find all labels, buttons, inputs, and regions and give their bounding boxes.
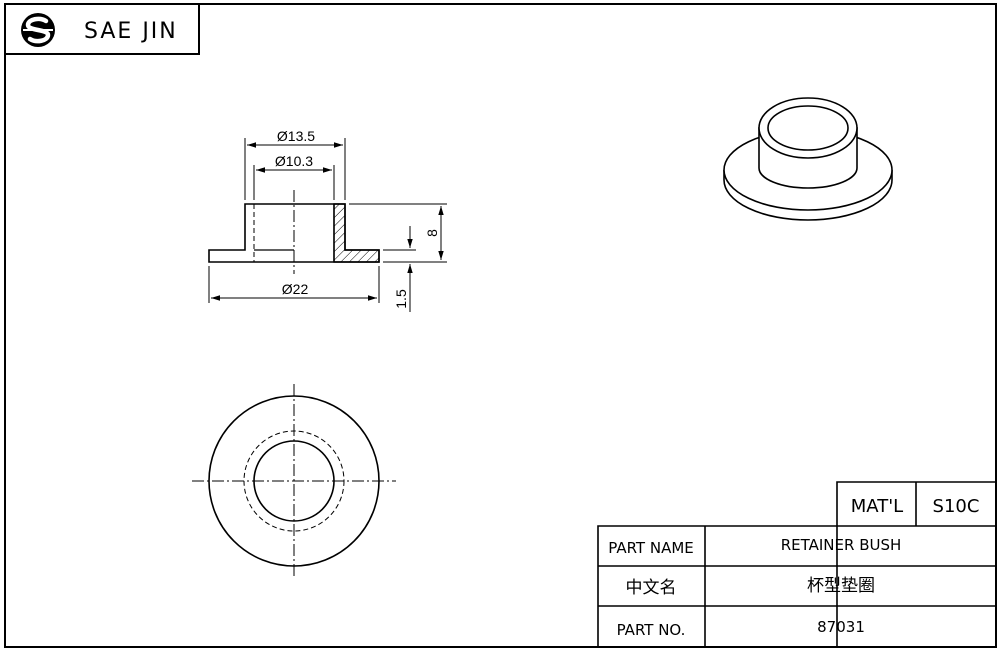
dim-flange-thickness: 1.5	[393, 289, 409, 309]
front-section-view	[208, 190, 380, 274]
isometric-view	[723, 97, 893, 221]
sheet-border	[4, 3, 997, 648]
title-block	[597, 481, 996, 647]
dim-outer-cup-diameter: Ø13.5	[277, 128, 315, 144]
part-name-label: PART NAME	[608, 539, 694, 557]
dim-inner-bore-diameter: Ø10.3	[275, 153, 313, 169]
material-value: S10C	[933, 496, 980, 517]
front-dimensions	[208, 138, 447, 312]
chinese-name-label: 中文名	[626, 578, 677, 598]
material-label: MAT'L	[851, 496, 903, 517]
logo-block: SAE JIN	[5, 4, 200, 55]
sae-jin-logo-icon	[21, 13, 55, 47]
part-no-value: 87031	[817, 618, 865, 636]
dim-flange-diameter: Ø22	[282, 281, 309, 297]
brand-name: SAE JIN	[84, 19, 178, 44]
part-no-label: PART NO.	[617, 621, 686, 639]
part-name-value: RETAINER BUSH	[781, 536, 902, 554]
top-view	[192, 384, 396, 578]
chinese-name-value: 杯型垫圈	[807, 576, 875, 596]
dim-total-height: 8	[424, 229, 440, 237]
